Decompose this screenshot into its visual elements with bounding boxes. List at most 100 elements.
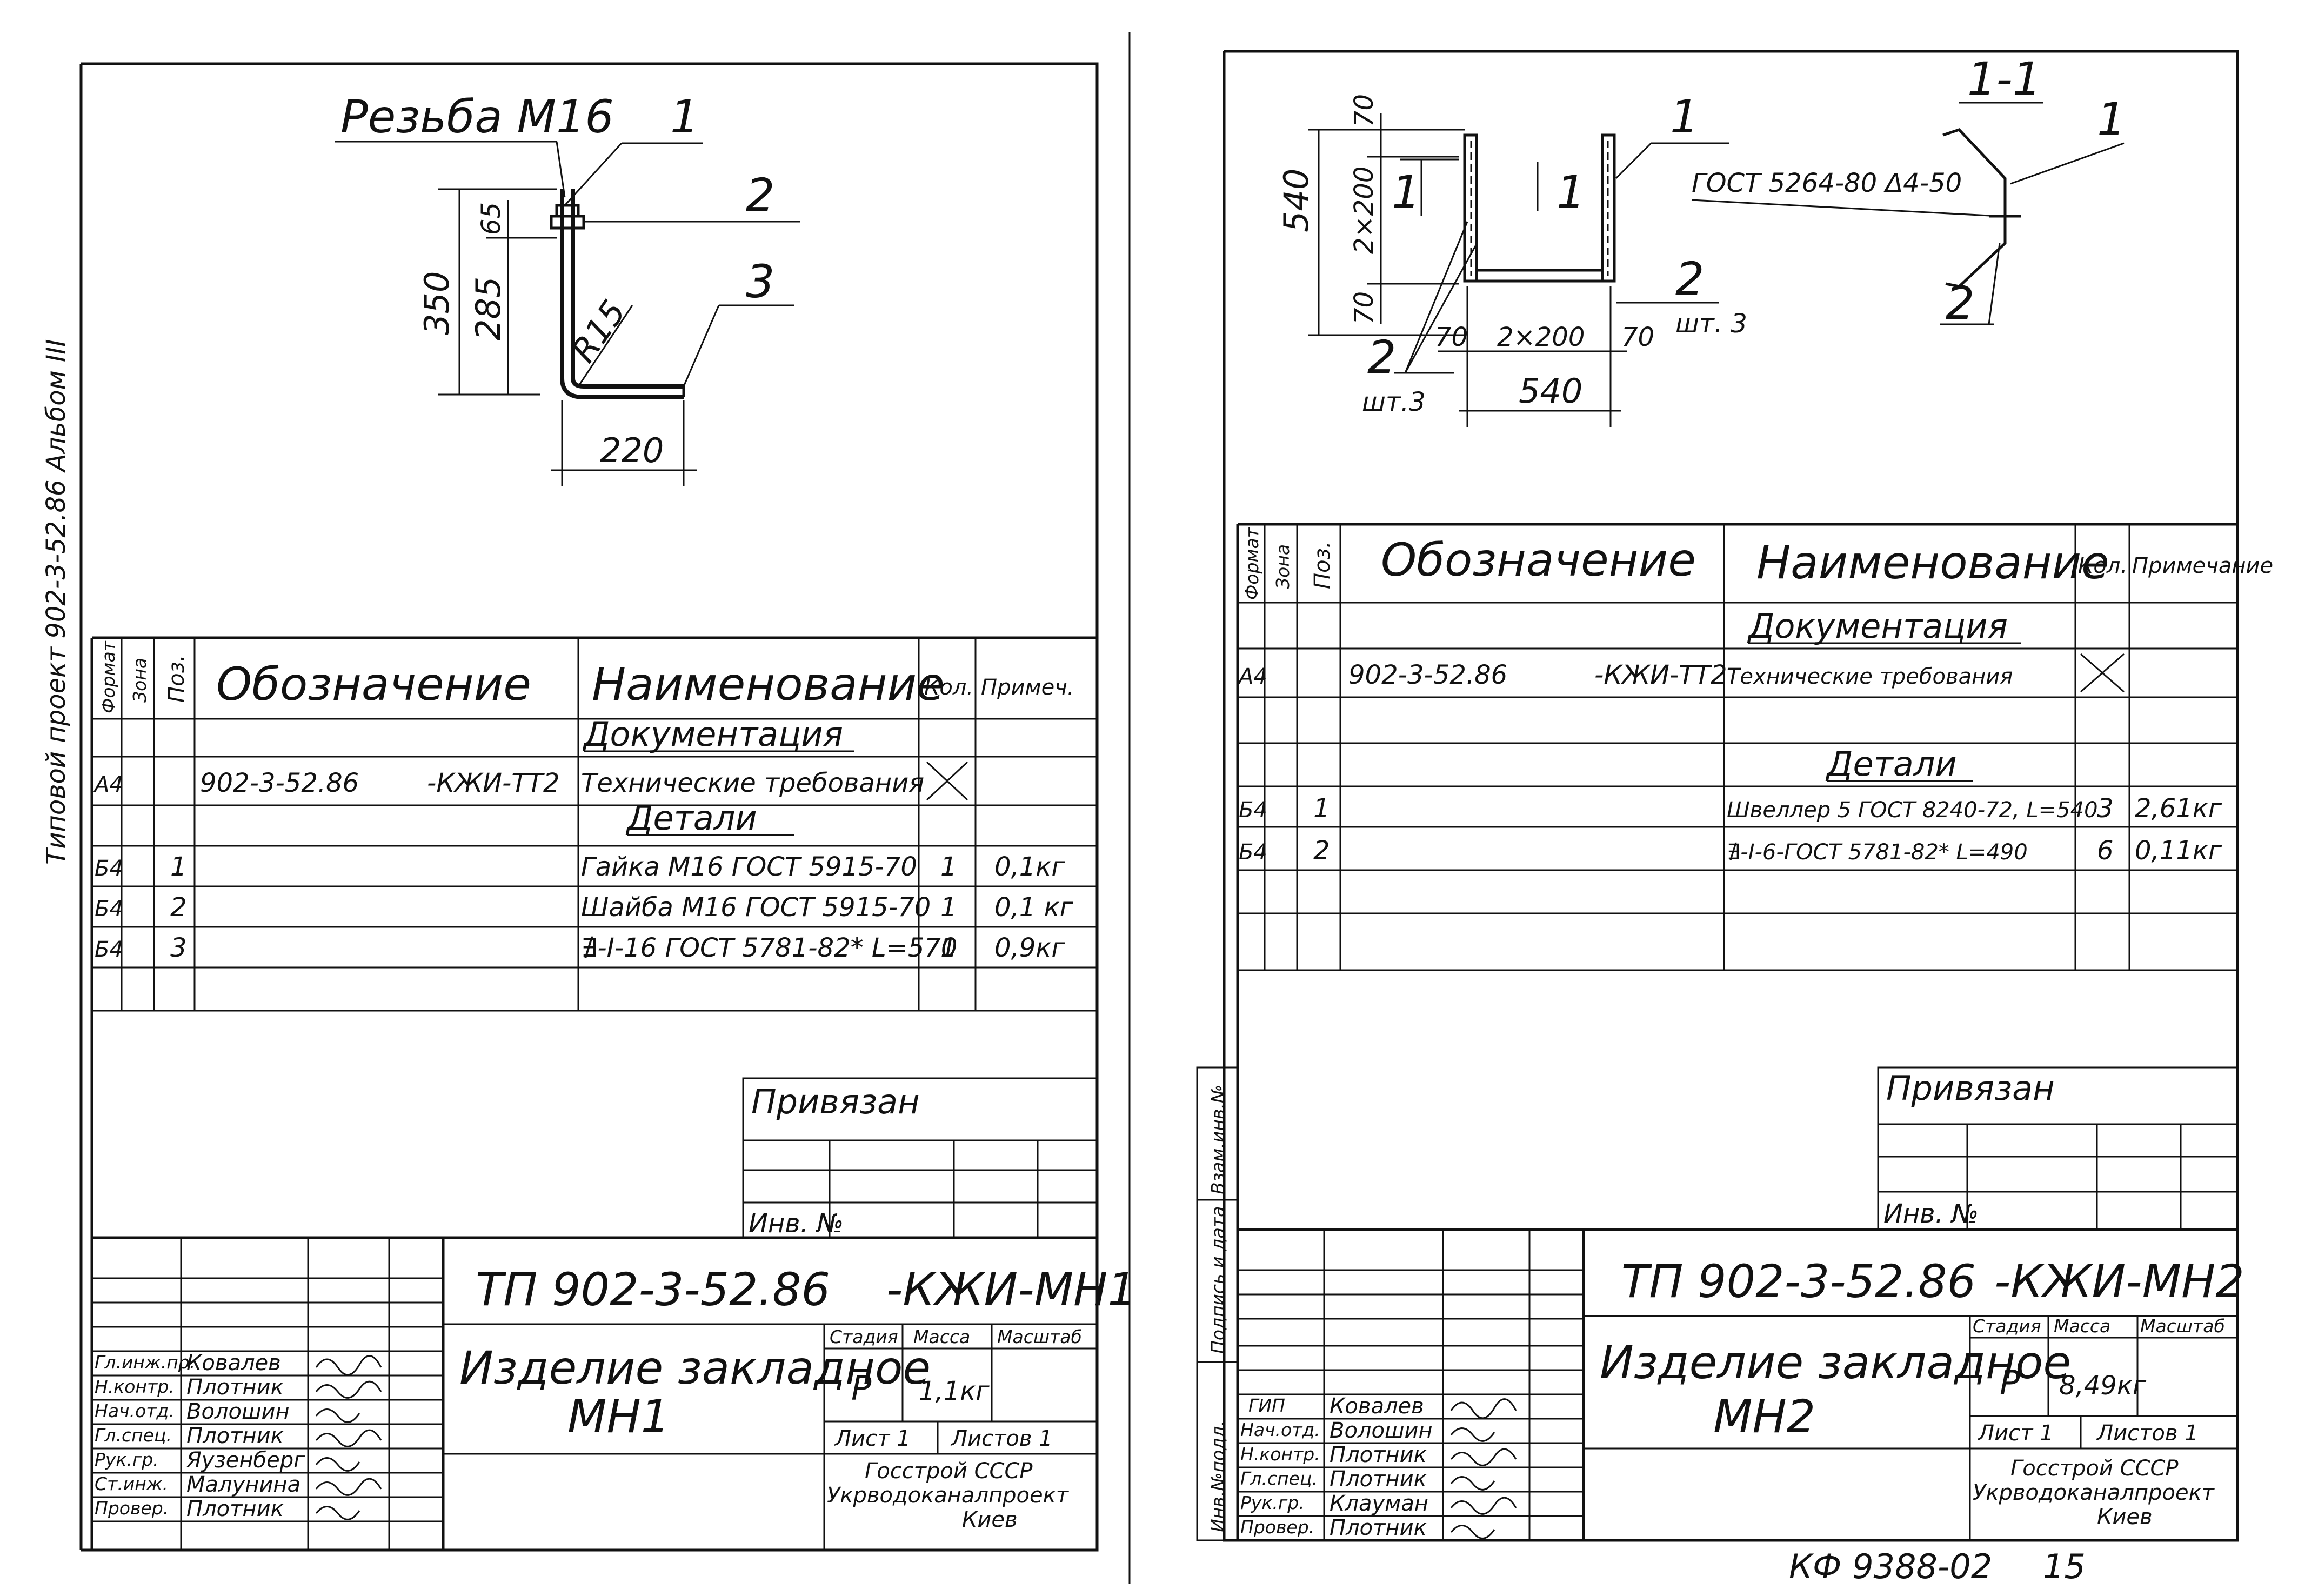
row-pos: 3 bbox=[170, 933, 187, 963]
section-parts: Детали bbox=[1825, 744, 1957, 784]
person-role: Ст.инж. bbox=[95, 1473, 168, 1494]
person-role: Провер. bbox=[1240, 1517, 1314, 1538]
left-anchor-drawing: Резьба М16 1 2 3 R15 bbox=[335, 90, 800, 486]
sheets-total: Листов 1 bbox=[2096, 1421, 2199, 1446]
dim-height: 540 bbox=[1277, 169, 1316, 232]
callout-3: 3 bbox=[746, 255, 774, 308]
person-name: Ковалев bbox=[186, 1351, 281, 1375]
row-suffix: -КЖИ-ТТ2 bbox=[1594, 660, 1727, 690]
row-note: 0,9кг bbox=[994, 933, 1065, 963]
row-qty: 3 bbox=[2097, 793, 2114, 824]
row-pos: 1 bbox=[1313, 793, 1330, 824]
left-margin-text: Типовой проект 902-3-52.86 Альбом III bbox=[41, 339, 71, 865]
sheets-total: Листов 1 bbox=[950, 1426, 1053, 1451]
row-note: 0,1кг bbox=[994, 852, 1065, 882]
hdr-pos: Поз. bbox=[164, 655, 189, 703]
mass-value: 1,1кг bbox=[919, 1376, 990, 1406]
row-pos: 2 bbox=[1313, 836, 1330, 866]
org-line-1: Госстрой СССР bbox=[2010, 1456, 2179, 1481]
hdr-name: Наименование bbox=[1756, 536, 2109, 589]
row-note: 0,1 кг bbox=[994, 892, 1074, 923]
section-docs: Документация bbox=[1747, 606, 2008, 646]
right-spec-table: Формат Зона Поз. Обозначение Наименовани… bbox=[1237, 523, 2273, 971]
row-name: Гайка М16 ГОСТ 5915-70 bbox=[581, 852, 917, 882]
section-parts: Детали bbox=[625, 798, 757, 838]
person-name: Малунина bbox=[186, 1472, 300, 1497]
row-format: Б4 bbox=[95, 856, 123, 881]
privyazan-label: Привязан bbox=[751, 1082, 920, 1121]
weld-gost: ГОСТ 5264-80 Δ4-50 bbox=[1692, 168, 1962, 198]
person-role: Н.контр. bbox=[1240, 1444, 1320, 1465]
person-role: Гл.спец. bbox=[95, 1425, 172, 1446]
dim-bottom: 70 bbox=[1349, 291, 1379, 324]
org-line-2: Укрводоканалпроект bbox=[827, 1483, 1070, 1508]
hdr-pos: Поз. bbox=[1310, 541, 1335, 589]
dim-right: 70 bbox=[1621, 322, 1654, 352]
row-qty: 6 bbox=[2097, 836, 2114, 866]
callout-2-section: 2 bbox=[1946, 277, 1974, 330]
callout-2-left: 2 bbox=[1367, 331, 1396, 384]
person-role: Нач.отд. bbox=[1240, 1419, 1320, 1440]
row-format: Б4 bbox=[95, 897, 123, 921]
row-format: Б4 bbox=[1239, 840, 1267, 865]
row-note: 2,61кг bbox=[2135, 793, 2222, 824]
row-format: Б4 bbox=[1239, 798, 1267, 823]
item-title: Изделие закладное bbox=[459, 1341, 931, 1394]
left-title-block: Гл.инж.пр. Ковалев Н.контр. Плотник Нач.… bbox=[92, 1236, 1137, 1550]
callout-1: 1 bbox=[670, 90, 699, 143]
section-mark-mid: 1 bbox=[1557, 166, 1585, 219]
dim-width: 540 bbox=[1519, 371, 1582, 411]
person-role: Н.контр. bbox=[95, 1376, 175, 1397]
dim-upper: 65 bbox=[476, 202, 506, 235]
row-qty: 1 bbox=[940, 852, 957, 882]
dim-mid: 2×200 bbox=[1349, 166, 1379, 254]
left-sheet: Типовой проект 902-3-52.86 Альбом III Ре… bbox=[41, 62, 1137, 1552]
row-qty: 1 bbox=[940, 933, 957, 963]
thread-label: Резьба М16 bbox=[340, 90, 614, 143]
inv-no-label: Инв. № bbox=[749, 1208, 844, 1239]
org-line-2: Укрводоканалпроект bbox=[1973, 1480, 2215, 1505]
row-note: 0,11кг bbox=[2135, 836, 2222, 866]
stage-value: Р bbox=[851, 1368, 872, 1408]
person-role: Гл.спец. bbox=[1240, 1468, 1318, 1489]
person-role: Рук.гр. bbox=[95, 1449, 159, 1470]
mass-header: Масса bbox=[2054, 1315, 2110, 1337]
row-name: Технические требования bbox=[581, 768, 924, 798]
person-name: Плотник bbox=[186, 1497, 284, 1521]
project-code: ТП 902-3-52.86 bbox=[476, 1263, 830, 1316]
right-privyazan-box: Привязан Инв. № bbox=[1877, 1066, 2239, 1231]
org-line-3: Киев bbox=[962, 1507, 1018, 1532]
item-mark: МН1 bbox=[567, 1390, 670, 1443]
row-name: ∄-I-16 ГОСТ 5781-82* L=570 bbox=[581, 933, 957, 963]
project-code: ТП 902-3-52.86 bbox=[1621, 1255, 1976, 1308]
item-mark: МН2 bbox=[1713, 1390, 1815, 1443]
privyazan-label: Привязан bbox=[1886, 1069, 2055, 1108]
person-role: ГИП bbox=[1248, 1395, 1285, 1416]
not-applicable-cross bbox=[926, 761, 968, 801]
sheet-number: Лист 1 bbox=[1977, 1421, 2054, 1446]
stage-header: Стадия bbox=[830, 1326, 898, 1347]
dim-width: 220 bbox=[600, 431, 664, 470]
scale-header: Масштаб bbox=[2140, 1315, 2225, 1337]
section-docs: Документация bbox=[582, 714, 843, 754]
row-name: Технические требования bbox=[1727, 664, 2013, 689]
person-name: Клауман bbox=[1330, 1491, 1428, 1516]
side-label-replace: Взам.инв.№ bbox=[1207, 1085, 1228, 1194]
page-number: 15 bbox=[2043, 1547, 2086, 1586]
person-name: Ковалев bbox=[1330, 1394, 1424, 1419]
person-name: Волошин bbox=[186, 1399, 290, 1424]
dim-top: 70 bbox=[1349, 94, 1379, 127]
row-name: Швеллер 5 ГОСТ 8240-72, L=540 bbox=[1727, 798, 2098, 823]
hdr-zone: Зона bbox=[1272, 544, 1293, 589]
row-format: А4 bbox=[1237, 664, 1267, 689]
side-label-signature: Подпись и дата bbox=[1207, 1206, 1228, 1354]
mass-header: Масса bbox=[913, 1326, 970, 1347]
project-code-suffix: -КЖИ-МН1 bbox=[886, 1263, 1137, 1316]
right-sheet: 1 1 1 2 шт. 3 2 шт.3 540 70 bbox=[1196, 50, 2273, 1586]
dim-lower: 285 bbox=[469, 277, 508, 340]
hdr-qty: Кол. bbox=[2078, 553, 2127, 578]
bottom-code: КФ 9388-02 bbox=[1789, 1547, 1992, 1586]
inv-no-label: Инв. № bbox=[1883, 1199, 1979, 1229]
left-privyazan-box: Привязан Инв. № bbox=[742, 1077, 1098, 1239]
